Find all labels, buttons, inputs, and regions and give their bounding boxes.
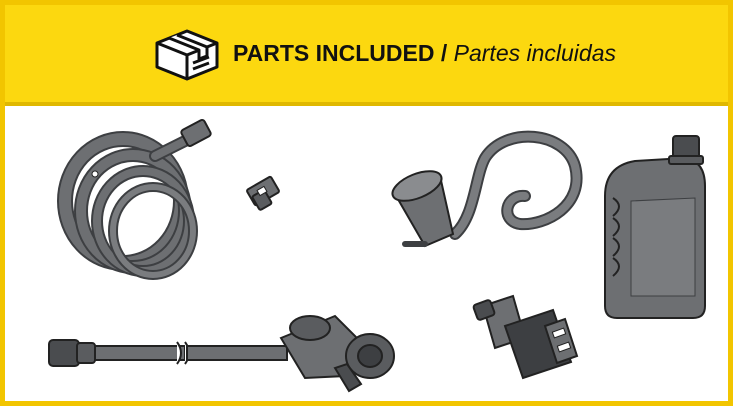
adapter-icon (246, 175, 280, 211)
funnel-tube-icon (391, 130, 583, 248)
title-spanish: Partes incluidas (453, 39, 616, 66)
header-banner: PARTS INCLUDED / Partes incluidas (5, 5, 728, 106)
parts-illustration (48, 119, 706, 393)
coiled-hose-icon (57, 119, 212, 280)
section-title: PARTS INCLUDED / Partes incluidas (233, 40, 616, 67)
title-separator: / (434, 39, 454, 66)
spray-wand-icon (48, 314, 395, 393)
box-icon (155, 29, 219, 81)
title-english: PARTS INCLUDED (233, 39, 435, 66)
oil-bottle-icon (604, 135, 706, 319)
header-content: PARTS INCLUDED / Partes incluidas (151, 23, 616, 83)
usb-car-charger-icon (472, 294, 579, 380)
